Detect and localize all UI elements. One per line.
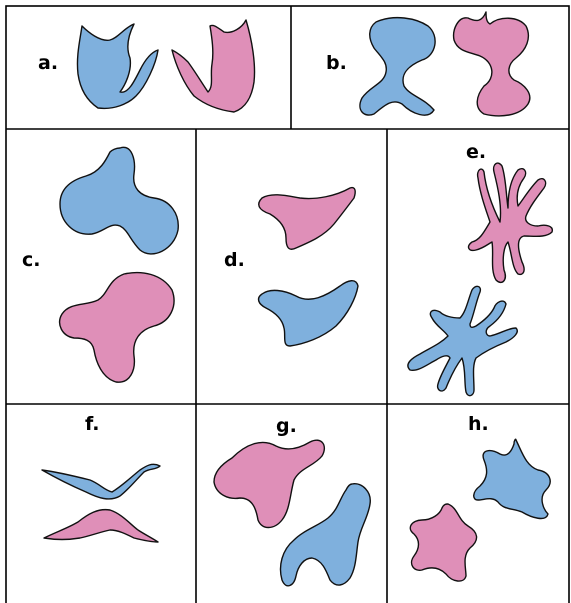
panel-label-e: e. [466, 141, 486, 163]
shape-b-blue [359, 16, 436, 116]
panel-label-h: h. [468, 413, 489, 435]
panel-d: d. [224, 186, 359, 347]
shape-h-blue [473, 438, 551, 520]
panel-label-a: a. [38, 52, 58, 74]
panel-a: a. [38, 19, 256, 113]
shape-c-blue [59, 146, 179, 255]
shape-a-blue [76, 23, 159, 110]
shape-d-pink [258, 186, 356, 250]
shape-d-blue [257, 280, 359, 347]
panel-h: h. [409, 413, 551, 582]
shape-g-blue [279, 483, 371, 587]
panel-b: b. [326, 11, 531, 117]
panel-g: g. [213, 415, 371, 587]
shape-f-blue [41, 463, 161, 500]
panel-label-c: c. [22, 249, 40, 271]
shape-e-pink [467, 162, 553, 284]
panel-c: c. [22, 146, 179, 383]
shape-a-pink [171, 19, 256, 113]
panel-e: e. [407, 141, 553, 397]
figure-border [5, 5, 570, 603]
panel-label-b: b. [326, 52, 347, 74]
shape-g-pink [213, 439, 326, 529]
panel-label-g: g. [276, 415, 297, 437]
grid-lines [5, 5, 570, 603]
panel-label-f: f. [85, 413, 99, 435]
shape-h-pink [409, 503, 478, 582]
panel-label-d: d. [224, 249, 245, 271]
shape-e-blue [407, 285, 518, 397]
shape-f-pink [43, 508, 159, 543]
shape-c-pink [58, 271, 175, 383]
shape-b-pink [452, 11, 531, 117]
panel-f: f. [41, 413, 161, 543]
